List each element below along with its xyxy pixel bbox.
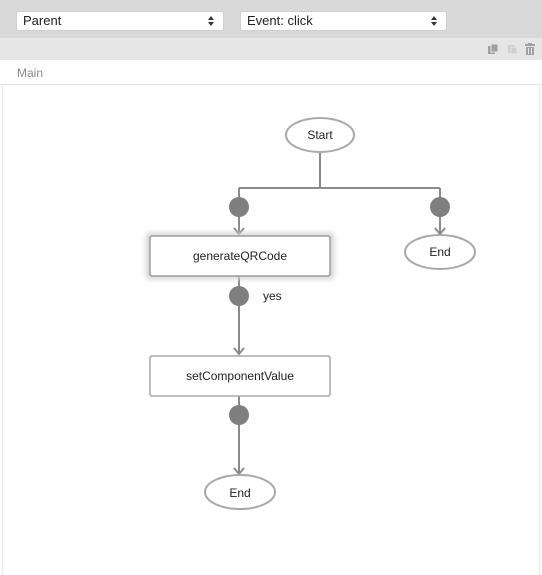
- tab-main-label: Main: [17, 66, 44, 80]
- action-node-generateqrcode[interactable]: generateQRCode: [146, 233, 334, 279]
- yes-branch-label: yes: [263, 289, 282, 303]
- paste-icon[interactable]: [505, 42, 519, 56]
- start-node-label: Start: [307, 128, 333, 142]
- event-select-value: Event: click: [247, 13, 313, 28]
- yes-connector-dot[interactable]: [229, 286, 249, 306]
- start-node[interactable]: Start: [285, 117, 355, 153]
- connector-dot[interactable]: [229, 405, 249, 425]
- select-arrows-icon: [208, 16, 214, 26]
- select-arrows-icon: [431, 16, 437, 26]
- event-select[interactable]: Event: click: [240, 11, 447, 31]
- end-node-right[interactable]: End: [404, 234, 476, 270]
- end-node-bottom-label: End: [229, 486, 250, 500]
- tab-main[interactable]: Main: [0, 61, 542, 85]
- arrow-head-icon: [233, 467, 245, 476]
- toolbar: [0, 38, 542, 60]
- branch-connector-dot[interactable]: [229, 197, 249, 217]
- action-node-setcomponentvalue-label: setComponentValue: [186, 369, 294, 383]
- end-node-right-label: End: [429, 245, 450, 259]
- action-node-setcomponentvalue[interactable]: setComponentValue: [149, 355, 331, 397]
- parent-select[interactable]: Parent: [16, 11, 224, 31]
- arrow-head-icon: [233, 347, 245, 356]
- branch-connector-dot[interactable]: [430, 197, 450, 217]
- flow-canvas: [2, 86, 540, 575]
- flow-connectors: [233, 153, 446, 476]
- parent-select-value: Parent: [23, 13, 62, 28]
- end-node-bottom[interactable]: End: [204, 474, 276, 510]
- trash-icon[interactable]: [523, 42, 537, 56]
- copy-icon[interactable]: [486, 42, 500, 56]
- top-bar: Parent Event: click: [0, 0, 542, 38]
- action-node-generateqrcode-label: generateQRCode: [193, 249, 287, 263]
